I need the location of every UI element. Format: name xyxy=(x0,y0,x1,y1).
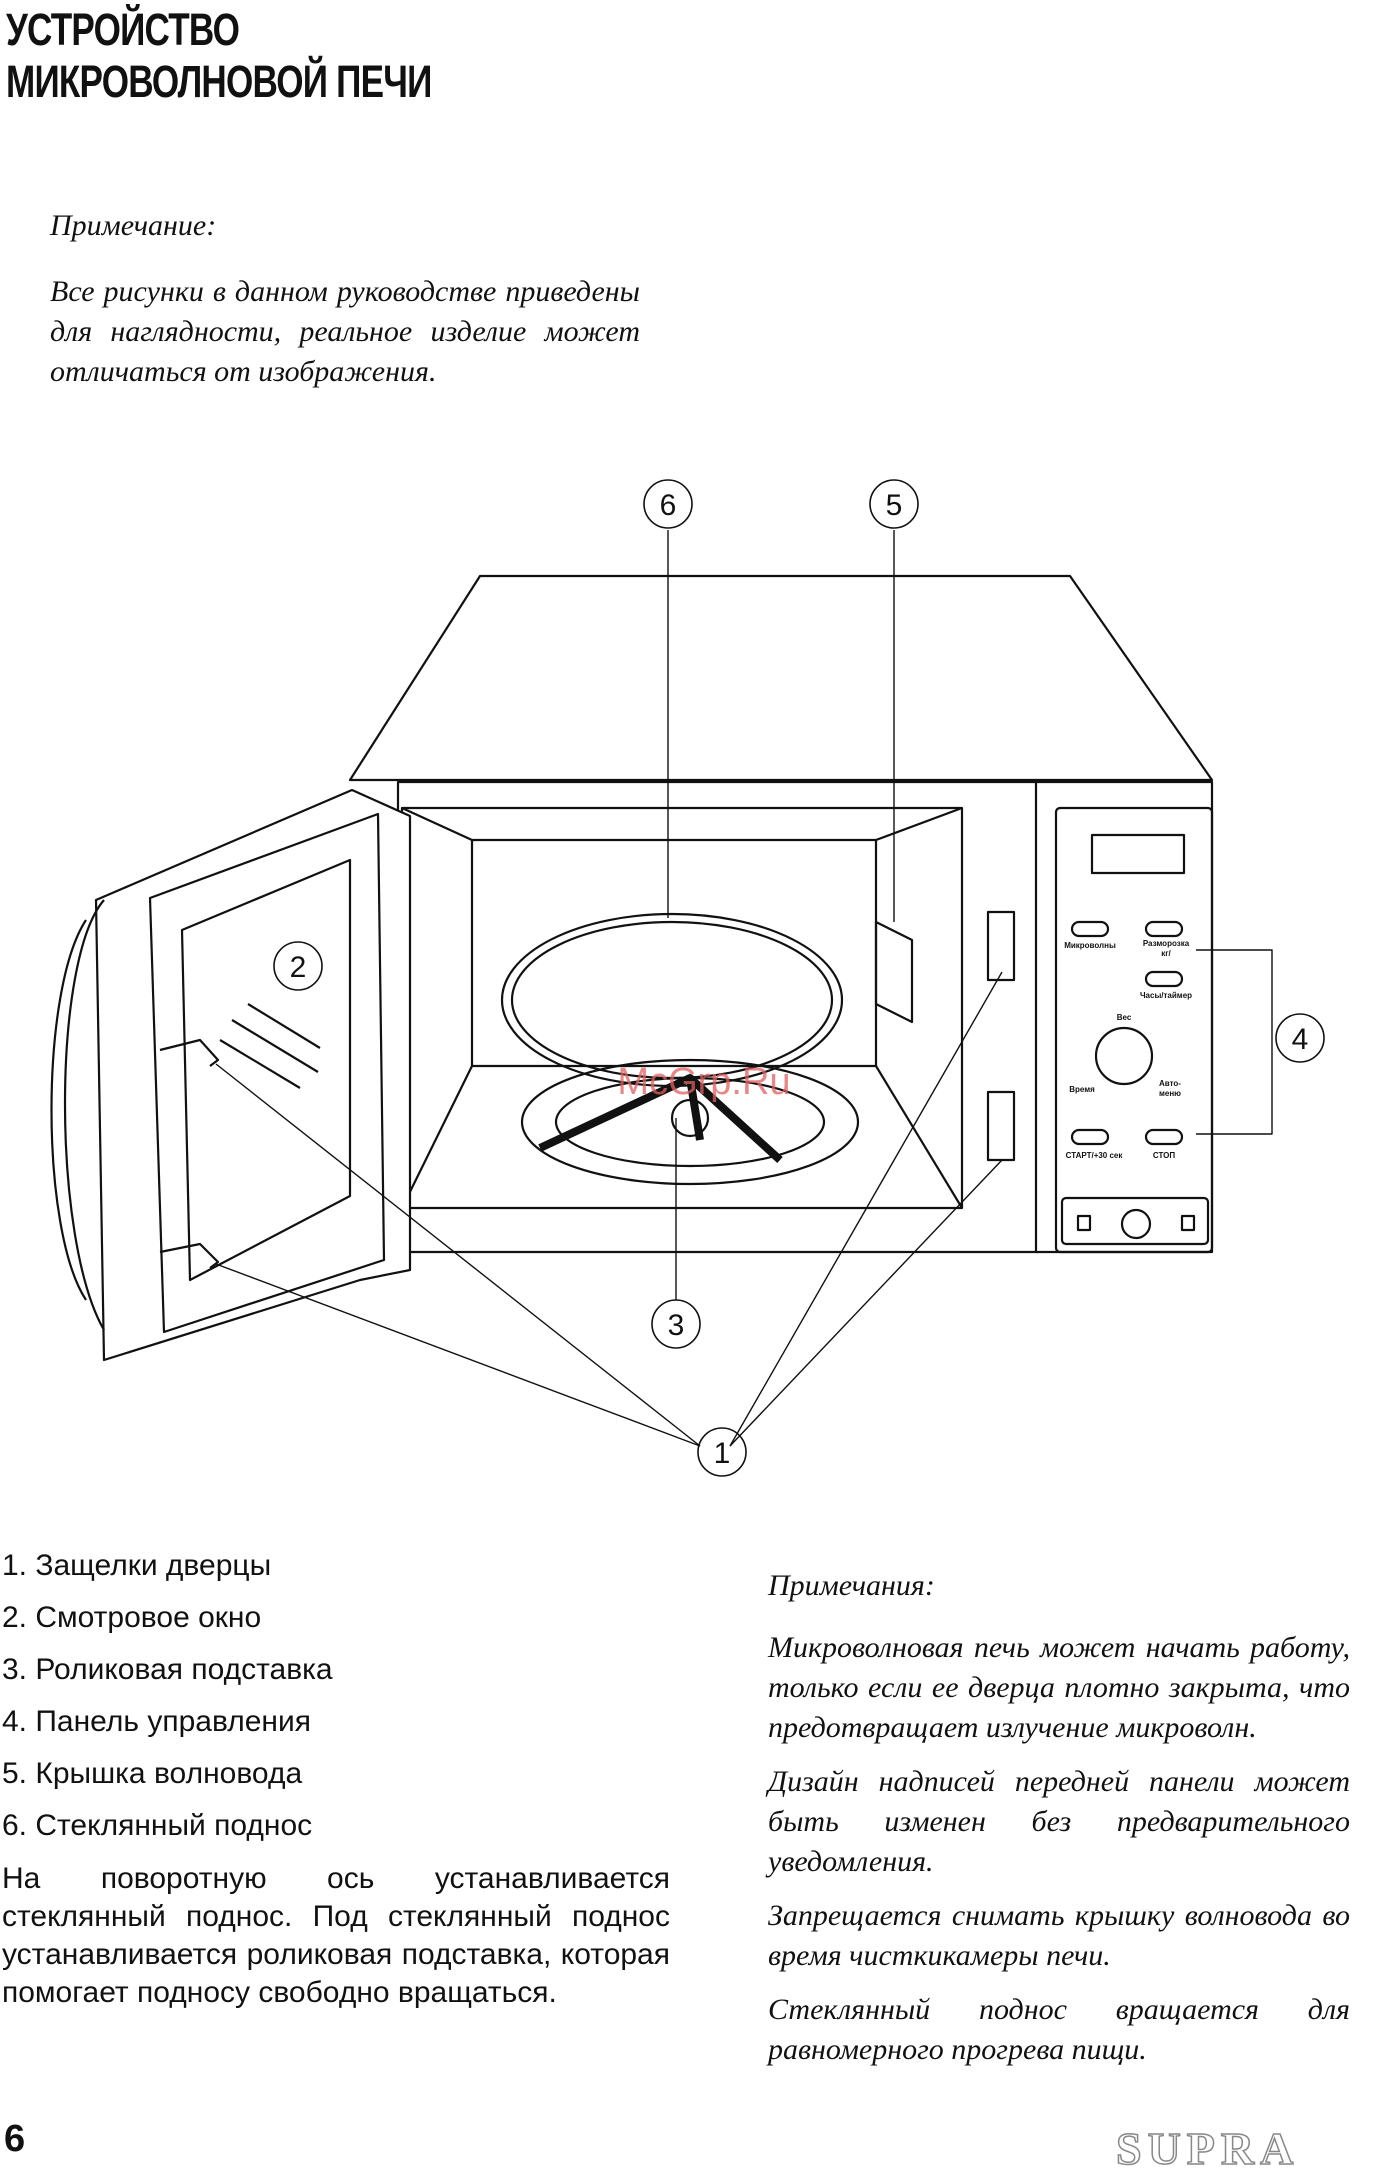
start-button[interactable] xyxy=(1070,1128,1110,1146)
part-item-2: 2. Смотровое окно xyxy=(2,1601,262,1634)
watermark: McGrp.Ru xyxy=(617,1061,790,1103)
panel-label-auto-menu-1: Авто- xyxy=(1159,1079,1181,1088)
note-item-2: Дизайн надписей передней панели может бы… xyxy=(768,1765,1350,1878)
panel-label-auto-menu-2: меню xyxy=(1159,1089,1181,1098)
page-title: УСТРОЙСТВО МИКРОВОЛНОВОЙ ПЕЧИ xyxy=(6,4,432,108)
open-door xyxy=(94,788,412,1362)
callout-circle-4 xyxy=(1275,1013,1325,1063)
cabinet-top xyxy=(348,574,1214,782)
note-item-3: Запрещается снимать крышку волновода во … xyxy=(768,1899,1350,1972)
page-number: 6 xyxy=(4,2118,26,2160)
part-item-6: 6. Стеклянный поднос xyxy=(2,1809,313,1842)
oven-cavity xyxy=(400,806,964,1210)
callout-circle-2 xyxy=(273,941,323,991)
viewing-window xyxy=(180,858,352,1282)
callout-label-4: 4 xyxy=(1292,1023,1309,1056)
door-hook-lower xyxy=(159,1242,220,1269)
panel-label-microwaves: Микроволны xyxy=(1064,941,1116,950)
latch-slot-lower xyxy=(986,1090,1016,1162)
panel-label-weight: Вес xyxy=(1117,1013,1132,1022)
stop-button[interactable] xyxy=(1144,1128,1184,1146)
part-item-3: 3. Роликовая подставка xyxy=(2,1653,333,1686)
clock-timer-button[interactable] xyxy=(1144,970,1184,988)
door-release-button[interactable] xyxy=(1120,1208,1152,1240)
page-title-line-2: МИКРОВОЛНОВОЙ ПЕЧИ xyxy=(6,56,432,107)
callout-circle-6 xyxy=(643,479,693,529)
callout-circle-5 xyxy=(869,479,919,529)
door-inner-panel xyxy=(148,812,386,1334)
part-item-1: 1. Защелки дверцы xyxy=(2,1549,272,1582)
callout-circle-1 xyxy=(697,1427,747,1477)
callout-label-2: 2 xyxy=(290,951,307,984)
notes-heading: Примечания: xyxy=(768,1569,935,1602)
callout-label-5: 5 xyxy=(886,489,903,522)
top-note-heading: Примечание: xyxy=(50,209,217,242)
part-item-5: 5. Крышка волновода xyxy=(2,1757,303,1790)
display-window xyxy=(1090,833,1186,875)
microwave-diagram: 6 5 4 2 3 1 Микроволны Разморозка кг/ Ча… xyxy=(50,479,1325,1477)
door-release-plate xyxy=(1060,1196,1210,1246)
defrost-button[interactable] xyxy=(1144,920,1184,938)
callout-label-3: 3 xyxy=(668,1309,685,1342)
callout-label-1: 1 xyxy=(714,1437,731,1470)
waveguide-cover xyxy=(874,920,914,1024)
latch-slot-upper xyxy=(986,910,1016,982)
panel-label-defrost: Разморозка xyxy=(1143,939,1190,948)
roller-ring xyxy=(520,1058,860,1186)
part-item-4: 4. Панель управления xyxy=(2,1705,311,1738)
control-panel-face xyxy=(1054,806,1214,1254)
top-note: Примечание: Все рисунки в данном руковод… xyxy=(50,206,640,392)
page-title-line-1: УСТРОЙСТВО xyxy=(6,4,240,55)
panel-label-time: Время xyxy=(1069,1085,1095,1094)
callout-label-6: 6 xyxy=(660,489,677,522)
parts-list: 1. Защелки дверцы 2. Смотровое окно 3. Р… xyxy=(2,1540,670,2012)
door-hook-upper xyxy=(159,1038,220,1067)
panel-label-start: СТАРТ/+30 сек xyxy=(1066,1151,1124,1160)
panel-label-stop: СТОП xyxy=(1153,1151,1175,1160)
microwaves-button[interactable] xyxy=(1070,920,1110,938)
parts-description: На поворотную ось устанавливается стекля… xyxy=(2,1862,670,2009)
panel-label-defrost-units: кг/ xyxy=(1161,949,1171,958)
top-note-text: Все рисунки в данном руководстве приведе… xyxy=(50,275,640,388)
callout-circle-3 xyxy=(651,1299,701,1349)
notes-section: Примечания: Микроволновая печь может нач… xyxy=(768,1566,1350,2084)
panel-label-clock-timer: Часы/таймер xyxy=(1140,991,1192,1000)
note-item-1: Микроволновая печь может начать работу, … xyxy=(768,1631,1350,1744)
weight-time-knob[interactable] xyxy=(1094,1026,1154,1086)
brand-logo: SUPRA xyxy=(1115,2122,1300,2175)
note-item-4: Стеклянный поднос вращается для равномер… xyxy=(768,1993,1350,2066)
